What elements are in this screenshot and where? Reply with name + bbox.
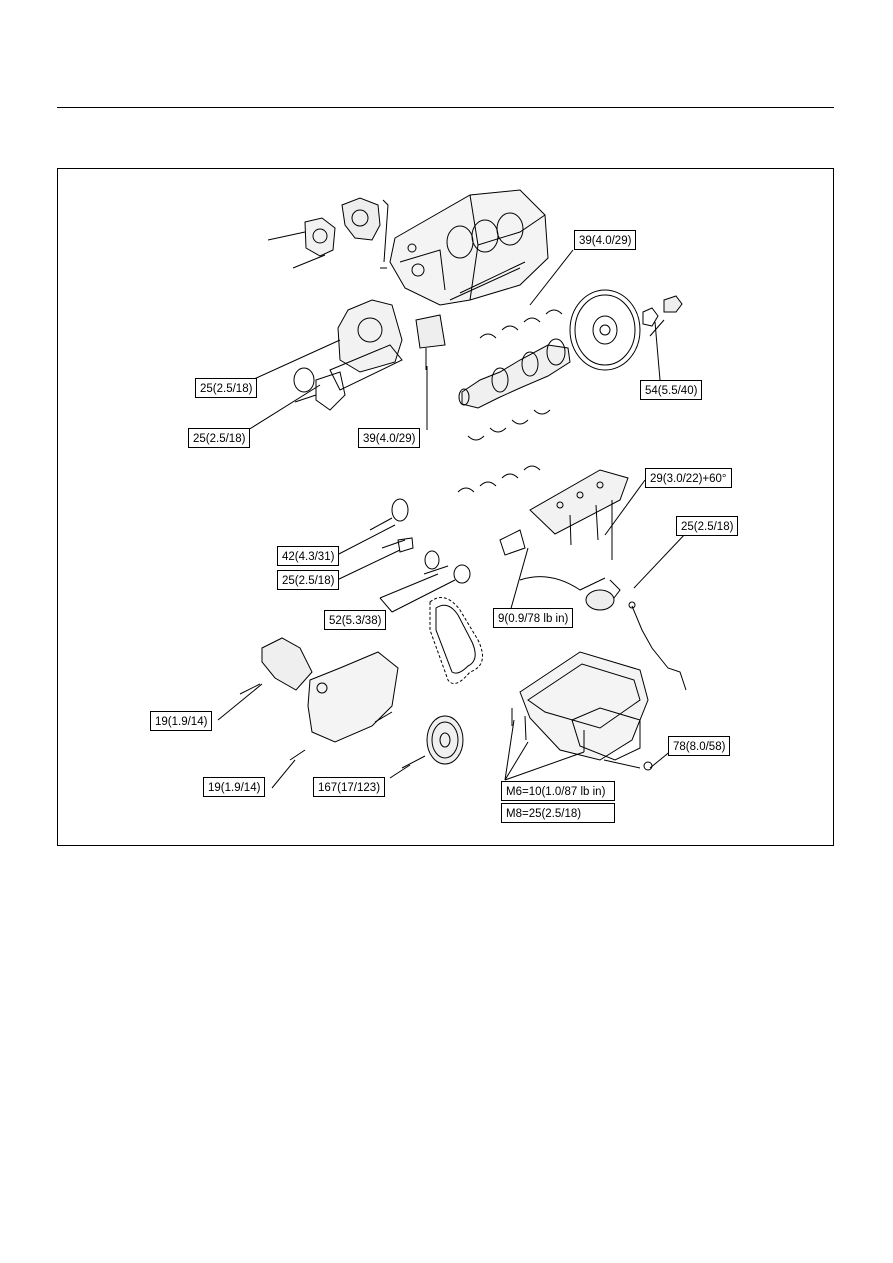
torque-label-flywheel: 54(5.5/40) (640, 380, 703, 400)
torque-label-drain-plug: 78(8.0/58) (668, 736, 731, 756)
crankshaft-pulley (401, 715, 464, 769)
timing-belt (429, 597, 483, 685)
timing-components (369, 498, 471, 584)
diagram-frame (57, 168, 834, 846)
front-cover-housing (293, 299, 446, 411)
bearing-cap-assembly (457, 465, 629, 611)
torque-label-oil-strainer: 25(2.5/18) (676, 516, 739, 536)
oil-pan (511, 651, 653, 771)
torque-label-upper-cover: 19(1.9/14) (150, 711, 213, 731)
torque-label-crank-pulley: 167(17/123) (313, 777, 386, 797)
torque-label-oil-pan-m6: M6=10(1.0/87 lb in) (501, 781, 615, 801)
torque-label-oil-pump: 25(2.5/18) (188, 428, 251, 448)
rear-seal-retainer (267, 197, 389, 269)
main-bearings-upper (467, 309, 563, 441)
torque-label-pulley-bolt: 52(5.3/38) (324, 610, 387, 630)
torque-label-idler: 25(2.5/18) (277, 570, 340, 590)
torque-label-oil-pan-m8: M8=25(2.5/18) (501, 803, 615, 823)
flywheel (569, 289, 683, 371)
torque-label-front-cover: 25(2.5/18) (195, 378, 258, 398)
oil-level-tube (628, 601, 687, 691)
engine-block (389, 189, 549, 306)
crankshaft (458, 338, 571, 409)
torque-label-bearing-cap: 29(3.0/22)+60° (645, 468, 732, 488)
timing-belt-covers (239, 637, 399, 761)
torque-label-pickup: 9(0.9/78 lb in) (493, 608, 574, 628)
torque-label-lower-cover: 19(1.9/14) (203, 777, 266, 797)
torque-label-seal-retainer: 39(4.0/29) (358, 428, 421, 448)
torque-label-block-bolt: 39(4.0/29) (574, 230, 637, 250)
torque-label-tensioner: 42(4.3/31) (277, 546, 340, 566)
header-rule (57, 107, 834, 108)
